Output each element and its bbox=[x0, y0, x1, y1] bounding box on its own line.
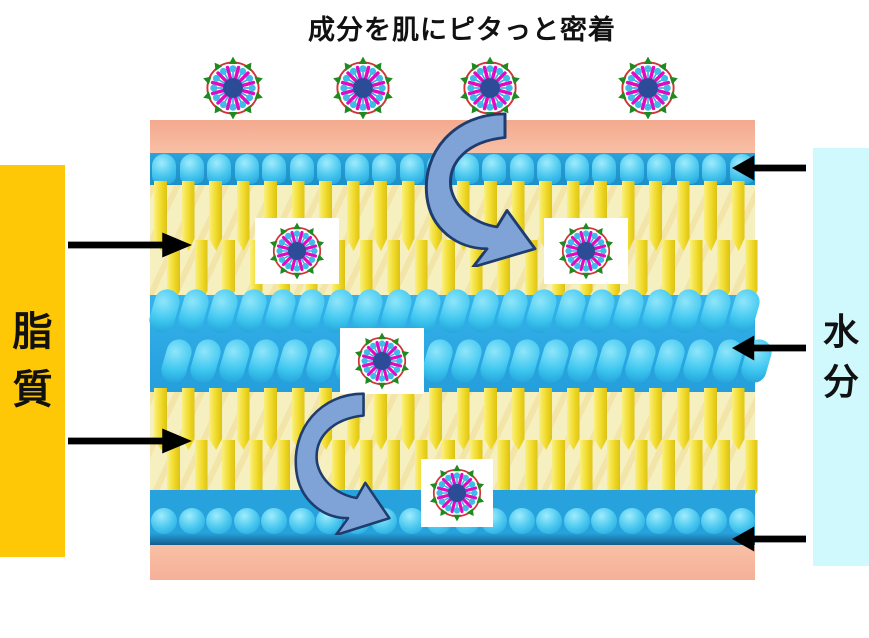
micelle-icon bbox=[458, 56, 522, 120]
micelle-icon bbox=[268, 222, 326, 280]
penetration-arrow-icon bbox=[294, 392, 391, 535]
micelle-icon bbox=[616, 56, 680, 120]
penetration-arrow-icon bbox=[424, 112, 537, 267]
micelle-icon bbox=[557, 222, 615, 280]
micelle-icon bbox=[428, 464, 486, 522]
lipid-label-box: 脂 質 bbox=[0, 165, 65, 557]
micelle-patch bbox=[421, 459, 493, 527]
water-bead-row bbox=[150, 336, 775, 386]
water-bead-row bbox=[146, 286, 763, 336]
water-label-box: 水 分 bbox=[813, 148, 869, 566]
micelle-icon bbox=[353, 332, 411, 390]
water-label-char: 水 bbox=[822, 310, 859, 352]
micelle-patch bbox=[255, 218, 339, 284]
micelle-patch bbox=[544, 218, 628, 284]
water-layer bbox=[146, 286, 775, 392]
water-label-char: 分 bbox=[822, 361, 859, 402]
lipid-label-char: 質 bbox=[12, 368, 53, 412]
skin-cross-section bbox=[146, 120, 775, 580]
skin-surface-bottom-layer bbox=[150, 545, 755, 580]
diagram-title: 成分を肌にピタっと密着 bbox=[308, 15, 616, 45]
micelle-icon bbox=[201, 56, 265, 120]
micelle-patch bbox=[340, 328, 424, 394]
lipid-label-char: 脂 bbox=[12, 310, 53, 354]
micelle-icon bbox=[331, 56, 395, 120]
lipid-comb-row bbox=[150, 388, 755, 450]
lipid-layer-2 bbox=[150, 388, 758, 502]
